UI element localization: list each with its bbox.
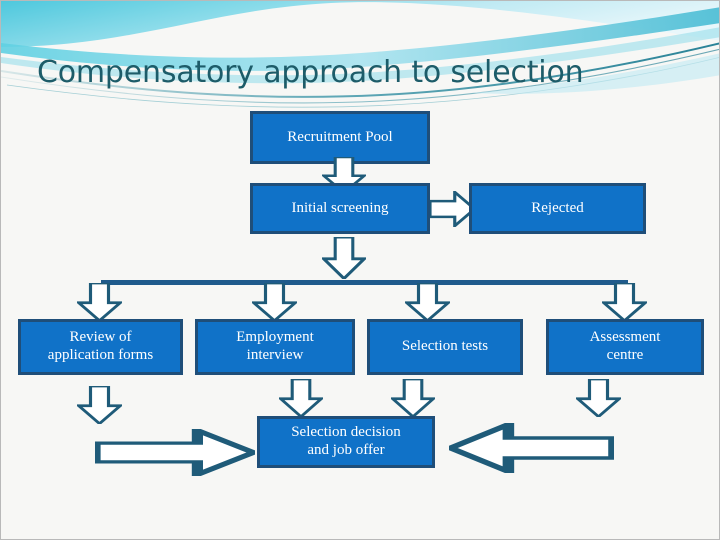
node-label: Rejected: [531, 199, 584, 216]
connector-review-to-decision: [95, 429, 255, 476]
connector-distribution-to-assessment: [602, 283, 647, 321]
node-selection-tests[interactable]: Selection tests: [367, 319, 523, 375]
connector-screening-to-distribution: [322, 237, 366, 279]
node-label-line1: Employment: [236, 329, 314, 346]
connector-distribution-to-review: [77, 283, 122, 321]
node-label: Selection decision and job offer: [291, 424, 401, 459]
node-selection-decision[interactable]: Selection decision and job offer: [257, 416, 435, 468]
node-review-application-forms[interactable]: Review of application forms: [18, 319, 183, 375]
connector-assessment-down: [576, 379, 621, 417]
node-label: Selection tests: [401, 338, 489, 355]
connector-distribution-to-interview: [252, 283, 297, 321]
node-label-line2: application forms: [47, 347, 154, 363]
connector-distribution-to-tests: [405, 283, 450, 321]
node-assessment-centre[interactable]: Assessment centre: [546, 319, 704, 375]
node-label: Recruitment Pool: [287, 128, 393, 145]
connector-tests-to-decision: [391, 379, 435, 417]
node-label-line1: Selection decision: [291, 424, 401, 441]
node-label-line2: and job offer: [307, 442, 385, 458]
connector-interview-to-decision: [279, 379, 323, 417]
node-label: Assessment centre: [590, 329, 661, 364]
node-label-line2: interview: [246, 347, 304, 363]
node-label: Initial screening: [291, 199, 389, 216]
distribution-bar: [101, 280, 628, 285]
node-employment-interview[interactable]: Employment interview: [195, 319, 355, 375]
connector-assessment-to-decision: [449, 423, 614, 473]
node-label-line1: Review of: [69, 329, 132, 346]
node-initial-screening[interactable]: Initial screening: [250, 183, 430, 234]
page-title: Compensatory approach to selection: [37, 55, 584, 90]
node-label: Review of application forms: [48, 329, 153, 364]
node-label: Employment interview: [236, 329, 314, 364]
node-rejected[interactable]: Rejected: [469, 183, 646, 234]
node-label-line2: centre: [606, 347, 644, 363]
connector-review-down: [77, 386, 122, 424]
node-label-line1: Assessment: [589, 329, 661, 346]
connector-screening-to-rejected: [430, 191, 475, 227]
